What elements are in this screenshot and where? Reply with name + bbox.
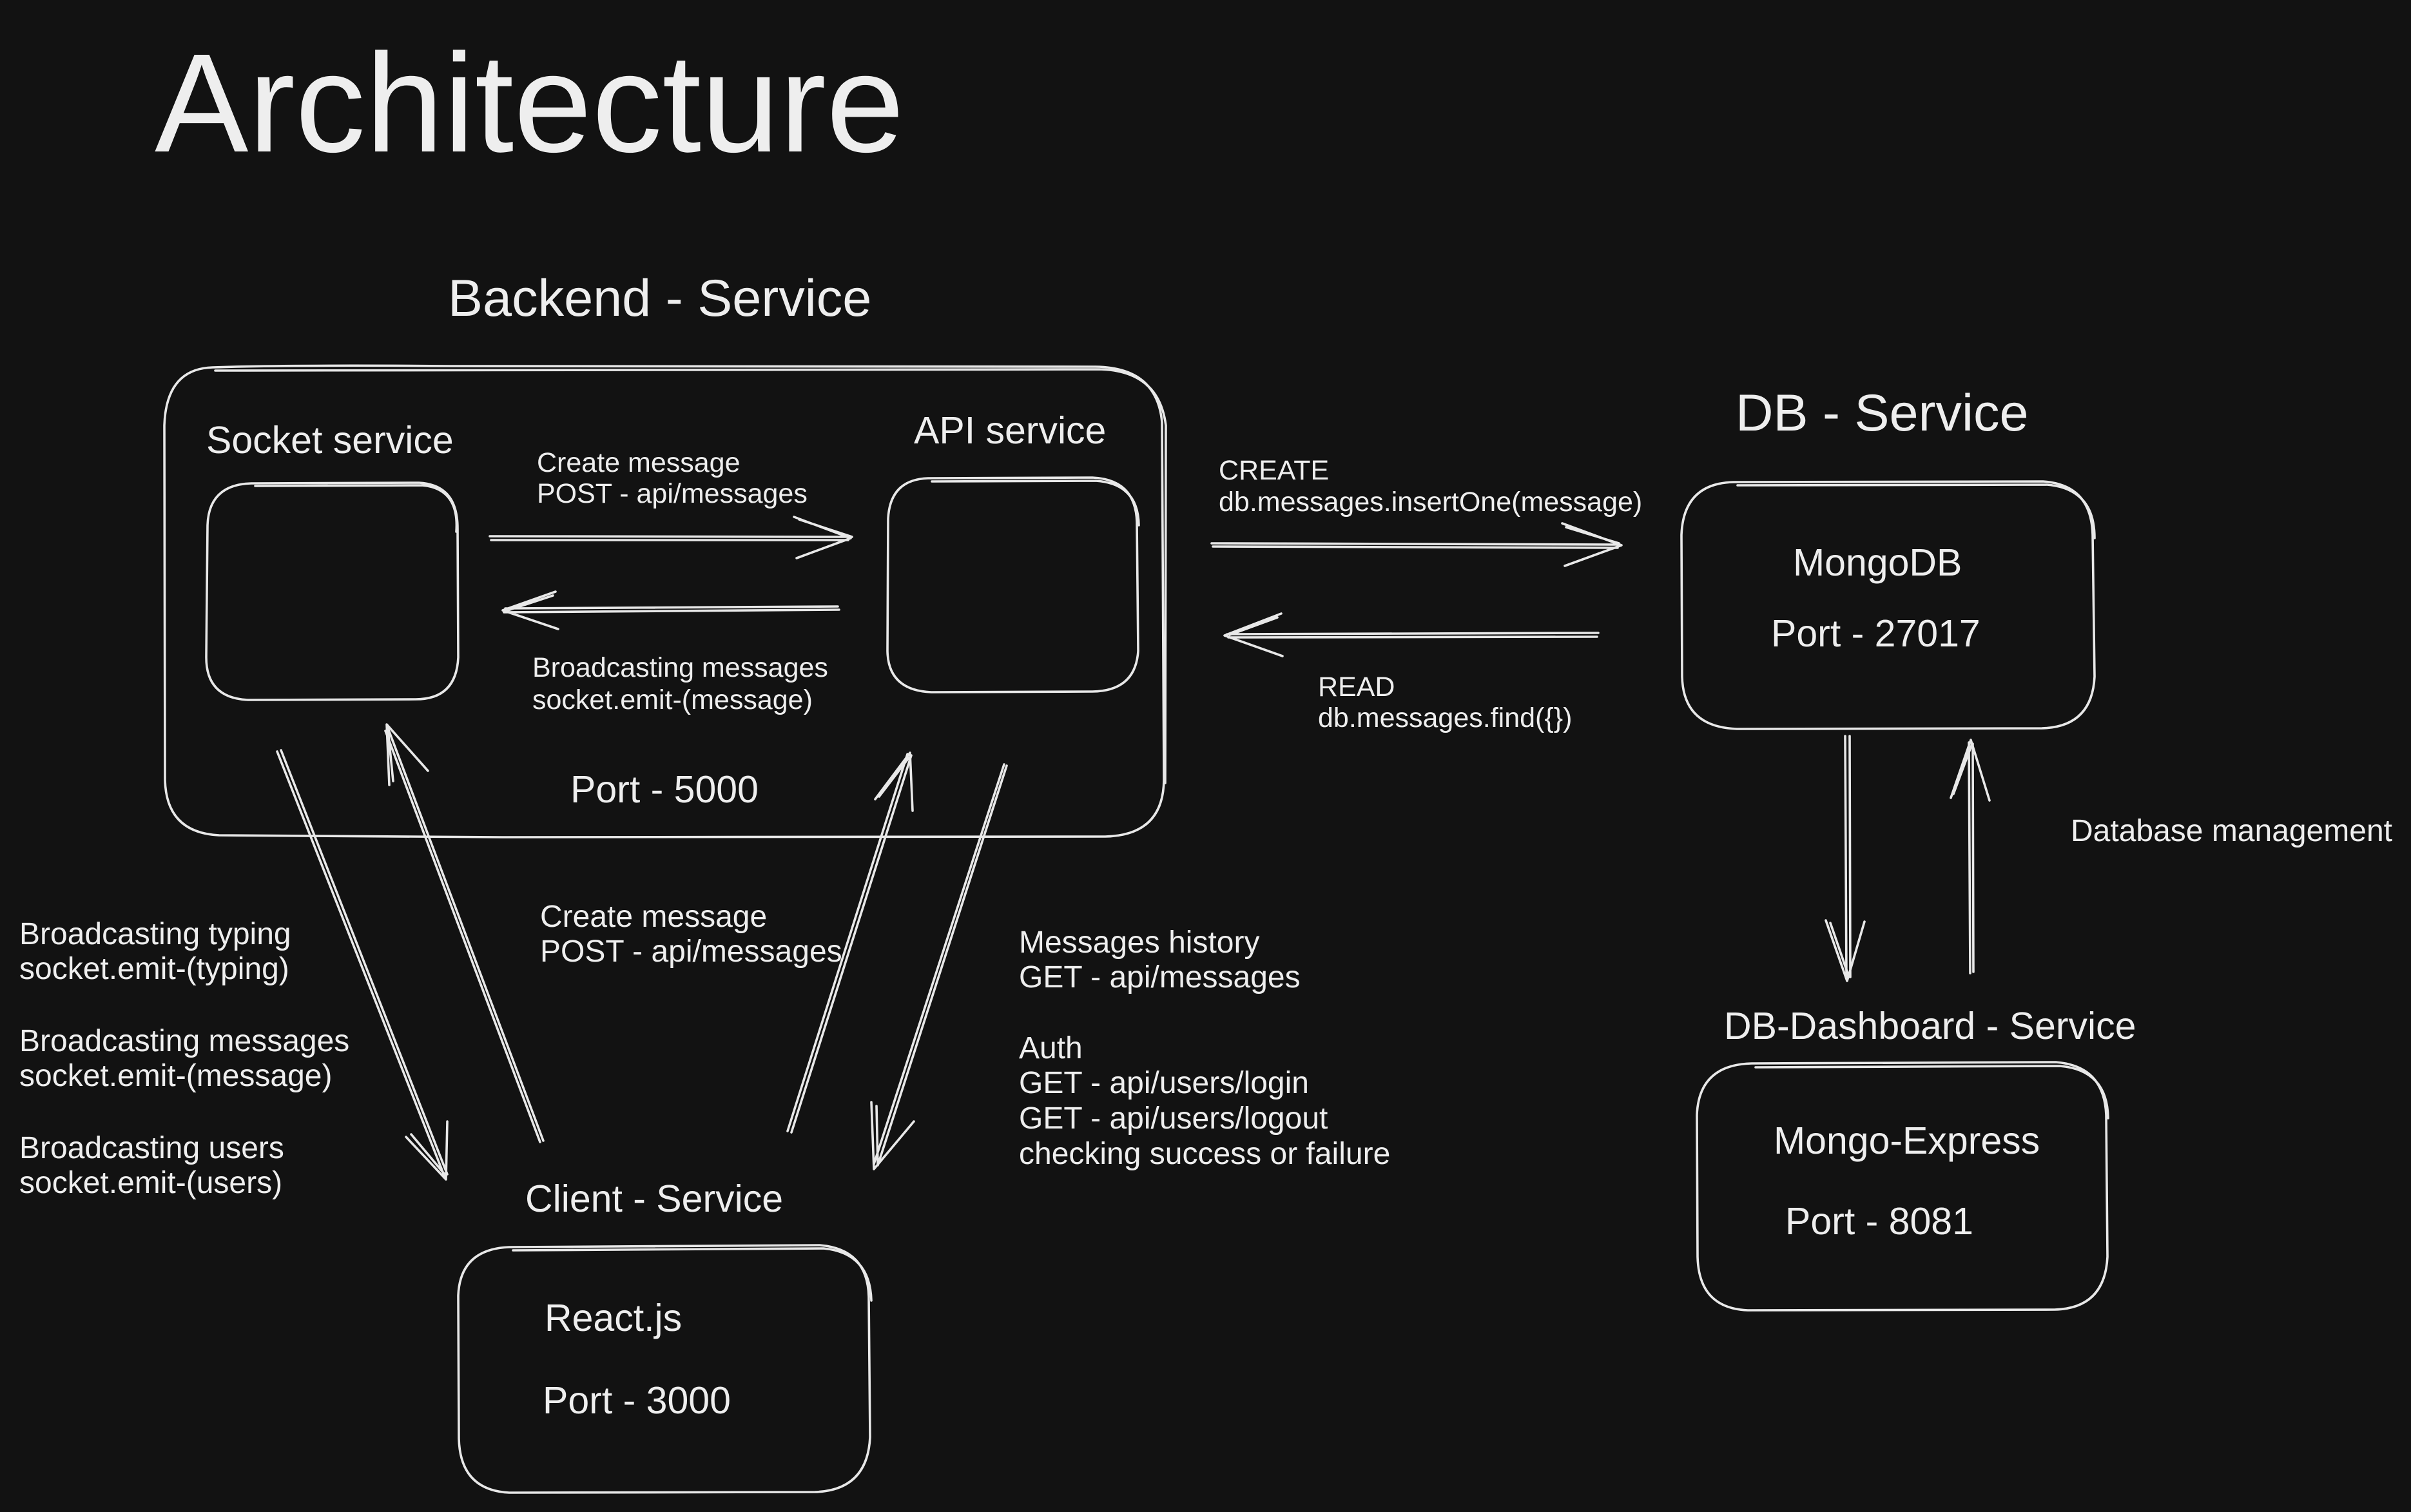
- api-to-db-arrow: [1210, 522, 1623, 567]
- react-label: React.js: [545, 1297, 682, 1339]
- api-to-client-edge: Messages history GET - api/messages Auth…: [1019, 926, 1390, 1171]
- socket-to-api-edge: Create message POST - api/messages: [537, 447, 808, 509]
- socket-to-client-arrow: [276, 749, 449, 1181]
- database-management-note: Database management: [2071, 814, 2392, 848]
- edge-label-line: GET - api/messages: [1019, 960, 1301, 994]
- db-to-api-arrow: [1223, 612, 1600, 657]
- edge-label-line: db.messages.find({}): [1318, 703, 1572, 733]
- api-service-label: API service: [914, 409, 1106, 452]
- mongo-express-label: Mongo-Express: [1774, 1119, 2040, 1162]
- backend-service-title: Backend - Service: [448, 269, 871, 327]
- edge-label-line: GET - api/users/logout: [1019, 1101, 1328, 1136]
- dashboard-service-title: DB-Dashboard - Service: [1724, 1005, 2136, 1047]
- client-port: Port - 3000: [543, 1379, 731, 1422]
- edge-label-line: CREATE: [1219, 455, 1329, 486]
- client-to-api-edge: Create message POST - api/messages: [540, 900, 842, 969]
- backend-service-box: [163, 364, 1167, 838]
- api-service-box: [886, 476, 1140, 693]
- edge-label-line: socket.emit-(message): [532, 684, 813, 715]
- edge-label-line: Messages history: [1019, 926, 1259, 960]
- socket-to-client-edge: Broadcasting typing socket.emit-(typing)…: [19, 917, 349, 1200]
- edge-label-line: READ: [1318, 672, 1395, 703]
- edge-label-line: db.messages.insertOne(message): [1219, 487, 1642, 518]
- dashboard-to-db-arrow: [1950, 739, 1991, 974]
- db-to-api-edge: READ db.messages.find({}): [1318, 672, 1572, 733]
- api-to-socket-edge: Broadcasting messages socket.emit-(messa…: [532, 652, 828, 715]
- db-service-title: DB - Service: [1736, 384, 2029, 442]
- api-to-client-arrow: [870, 763, 1008, 1170]
- edge-label-line: socket.emit-(typing): [19, 952, 289, 986]
- client-service-title: Client - Service: [525, 1178, 783, 1220]
- edge-label-line: POST - api/messages: [537, 478, 808, 509]
- mongodb-port: Port - 27017: [1771, 612, 1980, 655]
- backend-port: Port - 5000: [570, 768, 759, 811]
- dashboard-service-box: [1696, 1061, 2109, 1312]
- socket-to-api-arrow: [489, 516, 853, 559]
- db-to-dashboard-arrow: [1825, 735, 1866, 982]
- mongodb-label: MongoDB: [1793, 541, 1962, 584]
- edge-label-line: Broadcasting messages: [532, 652, 828, 683]
- socket-service-label: Socket service: [206, 419, 454, 461]
- edge-label-line: Broadcasting typing: [19, 917, 291, 951]
- edge-label-line: Broadcasting messages: [19, 1024, 349, 1058]
- edge-label-line: POST - api/messages: [540, 935, 842, 969]
- edge-label-line: Create message: [537, 447, 741, 478]
- diagram-title: Architecture: [155, 25, 904, 182]
- client-to-api-arrow: [786, 751, 914, 1134]
- edge-label-line: socket.emit-(users): [19, 1166, 282, 1200]
- client-to-socket-arrow: [384, 723, 545, 1143]
- socket-service-box: [205, 481, 460, 701]
- mongo-express-port: Port - 8081: [1785, 1200, 1973, 1243]
- client-service-box: [457, 1244, 873, 1494]
- edge-label-line: Broadcasting users: [19, 1131, 284, 1165]
- edge-label-line: socket.emit-(message): [19, 1059, 332, 1093]
- edge-label-line: checking success or failure: [1019, 1137, 1390, 1171]
- edge-label-line: Auth: [1019, 1031, 1083, 1065]
- db-service-box: [1680, 480, 2096, 730]
- api-to-socket-arrow: [501, 590, 840, 630]
- edge-label-line: Create message: [540, 900, 767, 934]
- edge-label-line: GET - api/users/login: [1019, 1066, 1309, 1100]
- api-to-db-edge: CREATE db.messages.insertOne(message): [1219, 455, 1642, 518]
